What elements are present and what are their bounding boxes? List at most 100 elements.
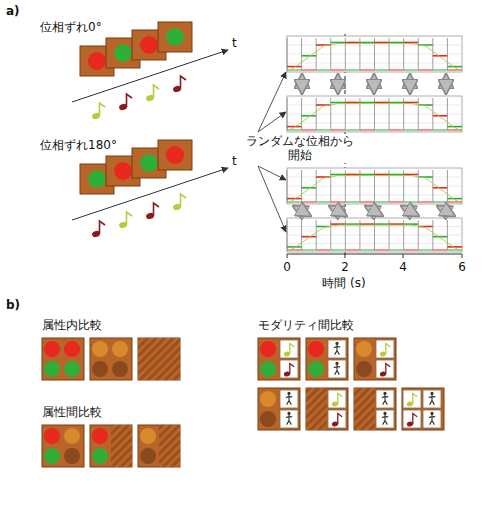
envelope xyxy=(389,130,404,131)
sound-box xyxy=(403,390,421,408)
stimulus-tile xyxy=(306,338,348,380)
step-line xyxy=(447,38,448,70)
envelope xyxy=(316,130,331,131)
music-note xyxy=(154,203,160,216)
color-dot xyxy=(308,361,324,377)
step-line xyxy=(316,170,317,202)
envelope xyxy=(287,103,462,131)
person-icon xyxy=(335,362,338,365)
step-line xyxy=(418,170,419,202)
sound-box xyxy=(328,360,346,378)
step-line xyxy=(316,38,317,70)
color-dot xyxy=(260,411,276,427)
color-dot xyxy=(356,341,372,357)
sound-box xyxy=(280,410,298,428)
color-dot xyxy=(260,341,276,357)
color-dot xyxy=(114,44,132,62)
envelope xyxy=(302,130,317,131)
text-label: モダリティ間比較 xyxy=(258,318,354,332)
envelope xyxy=(433,202,448,203)
color-dot xyxy=(112,361,128,377)
music-note xyxy=(154,85,160,98)
text-label: t xyxy=(232,154,237,168)
envelope xyxy=(418,70,433,71)
person-icon xyxy=(383,412,386,415)
stimulus-tile xyxy=(306,388,348,430)
person-icon xyxy=(335,342,338,345)
step-line xyxy=(301,98,302,130)
music-note xyxy=(413,394,417,404)
axis-tick xyxy=(287,254,288,258)
person-icon xyxy=(430,392,433,395)
person-icon xyxy=(383,392,386,395)
stimulus-tile xyxy=(90,425,132,467)
text-label: 位相ずれ180° xyxy=(40,138,117,152)
text-label: 位相ずれ0° xyxy=(40,20,102,34)
leader-line xyxy=(258,166,286,180)
person-icon xyxy=(287,412,290,415)
stimulus-tile xyxy=(138,338,180,380)
color-dot xyxy=(44,341,60,357)
person-icon xyxy=(382,415,388,425)
step-line xyxy=(301,220,302,250)
color-dot xyxy=(166,28,184,46)
music-note xyxy=(181,76,187,89)
shift-arrow xyxy=(331,207,345,215)
stimulus-card xyxy=(158,140,192,170)
color-dot xyxy=(140,448,156,464)
music-note xyxy=(290,344,294,354)
color-dot xyxy=(44,448,60,464)
envelope xyxy=(316,250,331,251)
envelope xyxy=(345,202,360,203)
texture-patch xyxy=(354,388,375,430)
color-dot xyxy=(140,36,158,54)
music-note xyxy=(290,364,294,374)
sync-arrow xyxy=(408,76,412,92)
text-label: t xyxy=(232,36,237,50)
shift-arrow xyxy=(403,207,417,215)
person-icon xyxy=(286,395,292,405)
envelope xyxy=(404,70,419,71)
sound-box xyxy=(280,390,298,408)
sound-box xyxy=(280,360,298,378)
plot-frame xyxy=(287,36,462,72)
person-icon xyxy=(429,415,435,425)
step-line xyxy=(287,220,288,250)
envelope xyxy=(418,250,433,251)
sound-box xyxy=(376,390,394,408)
stimulus-tile xyxy=(354,338,396,380)
step-line xyxy=(287,38,288,70)
envelope xyxy=(302,70,317,71)
music-note xyxy=(386,344,390,354)
stimulus-tile xyxy=(258,338,300,380)
color-dot xyxy=(260,361,276,377)
music-note xyxy=(338,414,342,424)
envelope xyxy=(316,202,331,203)
music-note xyxy=(100,221,106,234)
step-line xyxy=(447,220,448,250)
color-dot xyxy=(92,428,108,444)
step-line xyxy=(301,170,302,202)
step-line xyxy=(287,170,288,202)
plot-frame xyxy=(287,218,462,252)
music-note xyxy=(386,364,390,374)
music-note xyxy=(338,394,342,404)
envelope xyxy=(360,250,375,251)
envelope xyxy=(287,225,462,251)
time-arrow xyxy=(72,50,228,102)
sound-box xyxy=(376,340,394,358)
step-line xyxy=(432,98,433,130)
envelope xyxy=(389,202,404,203)
text-label: 属性間比較 xyxy=(42,405,102,419)
color-dot xyxy=(140,154,158,172)
music-note xyxy=(127,94,133,107)
shift-arrow xyxy=(295,207,309,215)
person-icon xyxy=(287,392,290,395)
text-label: ランダムな位相から 開始 xyxy=(245,134,355,163)
color-dot xyxy=(64,361,80,377)
color-dot xyxy=(308,341,324,357)
step-line xyxy=(287,98,288,130)
color-dot xyxy=(92,448,108,464)
time-axis xyxy=(287,254,462,255)
